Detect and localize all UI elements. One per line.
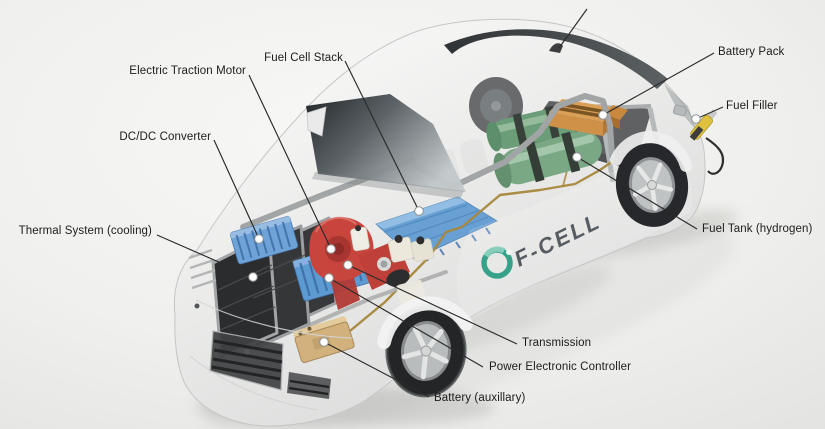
- label-battery-pack: Battery Pack: [718, 46, 785, 58]
- front-wheel: [385, 304, 467, 398]
- dot-transmission: [343, 260, 353, 270]
- leader-fuel-filler: [695, 106, 724, 120]
- leader-battery-auxillary: [323, 341, 430, 398]
- leader-electric-traction-motor: [248, 74, 332, 250]
- label-fuel-tank: Fuel Tank (hydrogen): [702, 223, 813, 235]
- label-dcdc-converter: DC/DC Converter: [119, 131, 211, 143]
- engine-bay: [211, 215, 435, 364]
- dot-dcdc-converter: [254, 234, 264, 244]
- leader-dcdc-converter: [213, 139, 260, 240]
- label-electric-traction-motor: Electric Traction Motor: [129, 65, 246, 77]
- leader-fuel-cell-stack: [344, 60, 420, 212]
- label-battery-auxillary: Battery (auxillary): [434, 392, 526, 404]
- dashboard-shade: [312, 172, 464, 199]
- label-power-electronic-controller: Power Electronic Controller: [489, 361, 632, 373]
- dot-thermal-system: [248, 272, 258, 282]
- dot-fuel-tank: [572, 152, 582, 162]
- seat-ghost: [459, 139, 489, 175]
- label-transmission: Transmission: [522, 337, 592, 349]
- driveshaft-joint: [386, 269, 410, 287]
- rear-left-hub: [491, 101, 501, 111]
- leader-power-electronic-controller: [328, 277, 484, 368]
- callout-dots: [248, 110, 701, 347]
- dot-power-electronic-controller: [324, 273, 334, 283]
- roof-glass-band: [444, 29, 668, 89]
- filler-hose: [705, 137, 725, 175]
- leader-lines: [156, 8, 724, 398]
- front-fender-arch: [377, 296, 473, 349]
- leader-thermal-system: [156, 234, 254, 278]
- dot-electric-traction-motor: [326, 244, 336, 254]
- label-fuel-cell-stack: Fuel Cell Stack: [264, 52, 343, 64]
- side-mirror: [306, 106, 327, 137]
- dot-fuel-cell-stack: [414, 206, 424, 216]
- label-fuel-filler: Fuel Filler: [726, 100, 778, 112]
- label-thermal-system: Thermal System (cooling): [18, 225, 152, 237]
- dcdc-converter-box: [229, 215, 299, 265]
- leader-transmission: [347, 264, 518, 345]
- leader-antenna: [558, 8, 588, 49]
- roof-antenna: [549, 43, 563, 53]
- dot-battery-pack: [598, 110, 608, 120]
- dot-fuel-filler: [691, 114, 701, 124]
- fuel-filler-nozzle: [672, 104, 725, 175]
- leader-fuel-tank: [576, 156, 698, 230]
- rear-wheel: [615, 143, 689, 227]
- dot-battery-auxillary: [319, 337, 329, 347]
- leader-battery-pack: [602, 52, 715, 116]
- rear-fender-arch: [610, 131, 692, 172]
- front-fascia: [188, 248, 353, 411]
